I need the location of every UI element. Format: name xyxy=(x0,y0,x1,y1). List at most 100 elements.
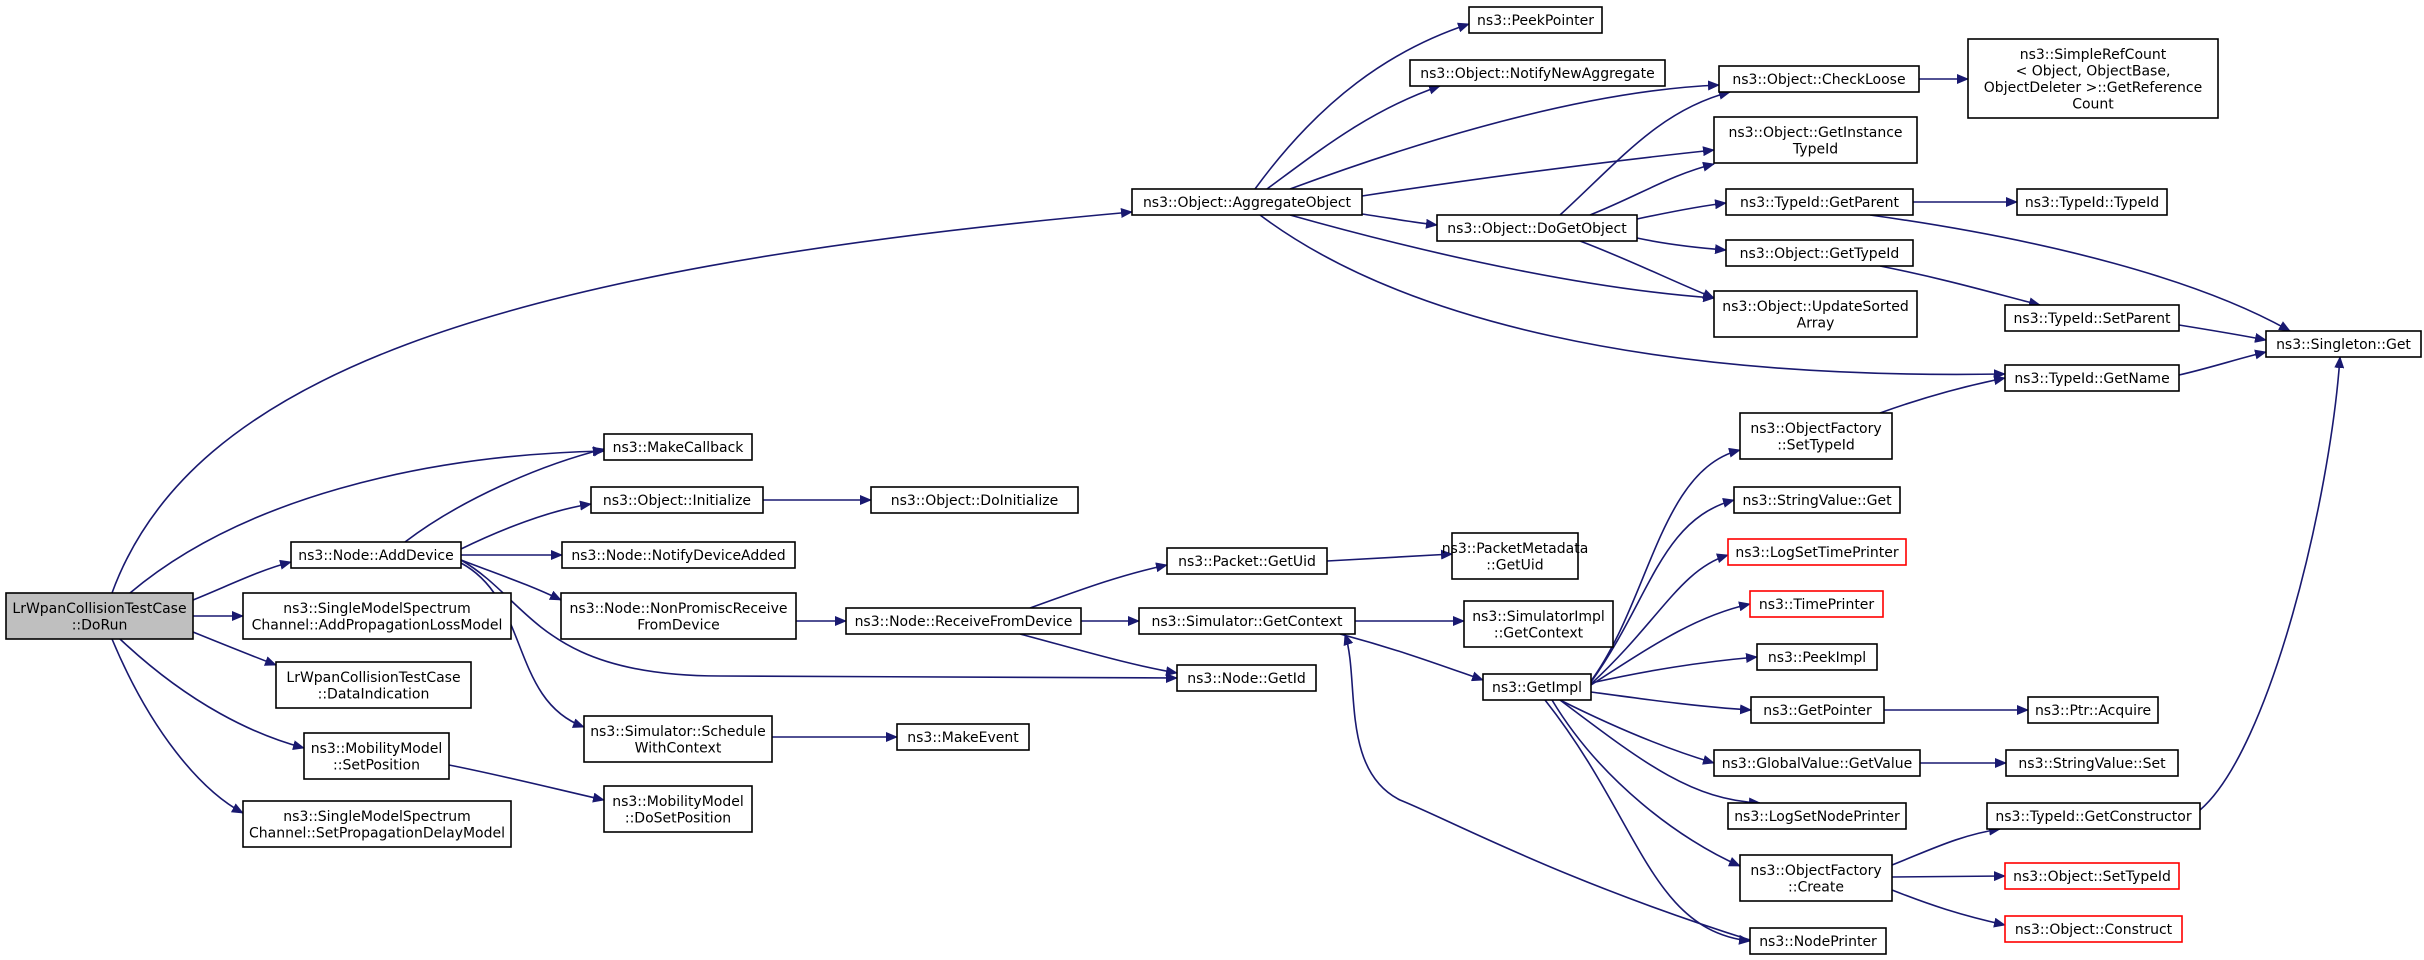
node-box xyxy=(2005,749,2179,777)
node-makeevent[interactable]: ns3::MakeEvent xyxy=(896,723,1030,751)
node-pmuid[interactable]: ns3::PacketMetadata::GetUid xyxy=(1442,532,1589,580)
node-dogetobj[interactable]: ns3::Object::DoGetObject xyxy=(1436,214,1638,242)
node-refcount[interactable]: ns3::SimpleRefCount< Object, ObjectBase,… xyxy=(1967,38,2219,119)
node-box xyxy=(2004,862,2180,890)
node-ptracq[interactable]: ns3::Ptr::Acquire xyxy=(2027,696,2159,724)
node-typeidctor[interactable]: ns3::TypeId::TypeId xyxy=(2016,188,2168,216)
node-adddev[interactable]: ns3::Node::AddDevice xyxy=(290,541,462,569)
node-label: ns3::NodePrinter xyxy=(1759,934,1877,950)
edge-aggobj-to-getname xyxy=(1259,214,2006,380)
edge-gettypeid-to-setparent xyxy=(1879,265,2041,308)
node-gvgetvalue[interactable]: ns3::GlobalValue::GetValue xyxy=(1713,749,1921,777)
node-getpointer[interactable]: ns3::GetPointer xyxy=(1750,696,1885,724)
node-label: ns3::TypeId::GetParent xyxy=(1740,195,1899,211)
node-objsettype[interactable]: ns3::Object::SetTypeId xyxy=(2004,862,2180,890)
node-label: ns3::Object::Initialize xyxy=(603,493,751,509)
node-getname[interactable]: ns3::TypeId::GetName xyxy=(2004,364,2180,392)
node-gettypeid[interactable]: ns3::Object::GetTypeId xyxy=(1725,239,1914,267)
node-makecb[interactable]: ns3::MakeCallback xyxy=(603,433,753,461)
node-box xyxy=(1176,664,1317,692)
edge-getimpl-to-nodeprinter xyxy=(1544,699,1751,945)
node-label: ::DoSetPosition xyxy=(625,810,731,826)
node-label: ns3::Object::CheckLoose xyxy=(1732,72,1905,88)
node-label: ::DoRun xyxy=(72,617,128,633)
node-objconstruct[interactable]: ns3::Object::Construct xyxy=(2004,915,2183,943)
node-doinit[interactable]: ns3::Object::DoInitialize xyxy=(870,486,1079,514)
node-notifyagg[interactable]: ns3::Object::NotifyNewAggregate xyxy=(1409,59,1666,87)
node-dataind[interactable]: LrWpanCollisionTestCase::DataIndication xyxy=(275,661,472,709)
node-root[interactable]: LrWpanCollisionTestCase::DoRun xyxy=(5,592,194,640)
edge-root-to-makecb xyxy=(129,446,605,594)
edge-dogetobj-to-checkloose xyxy=(1559,89,1731,216)
node-peekimpl[interactable]: ns3::PeekImpl xyxy=(1756,643,1878,671)
edge-recvdev-to-pktuid xyxy=(1029,562,1168,609)
node-recvdev[interactable]: ns3::Node::ReceiveFromDevice xyxy=(845,607,1082,635)
node-checkloose[interactable]: ns3::Object::CheckLoose xyxy=(1718,65,1920,93)
node-label: ns3::Node::NonPromiscReceive xyxy=(570,601,788,617)
node-box xyxy=(1727,538,1907,566)
node-label: ns3::Object::DoGetObject xyxy=(1447,221,1627,237)
edge-getimpl-to-getpointer xyxy=(1590,691,1752,715)
node-getctor[interactable]: ns3::TypeId::GetConstructor xyxy=(1986,802,2201,830)
edge-adddev-to-nodegetid xyxy=(460,559,1178,683)
node-addprop[interactable]: ns3::SingleModelSpectrumChannel::AddProp… xyxy=(242,592,512,640)
edge-dogetobj-to-gettypeid xyxy=(1636,237,1727,255)
node-box xyxy=(1756,643,1878,671)
node-setpos[interactable]: ns3::MobilityModel::SetPosition xyxy=(303,732,450,780)
edge-aggobj-to-dogetobj xyxy=(1361,213,1438,229)
node-box xyxy=(560,592,797,640)
node-strget[interactable]: ns3::StringValue::Get xyxy=(1733,486,1901,514)
node-box xyxy=(275,661,472,709)
edge-root-to-adddev xyxy=(192,559,292,601)
node-box xyxy=(2027,696,2159,724)
node-label: ns3::Object::SetTypeId xyxy=(2013,869,2171,885)
node-setdelay[interactable]: ns3::SingleModelSpectrumChannel::SetProp… xyxy=(242,800,512,848)
node-label: ns3::GetImpl xyxy=(1492,680,1582,696)
node-aggobj[interactable]: ns3::Object::AggregateObject xyxy=(1131,188,1363,216)
node-timeprinter[interactable]: ns3::TimePrinter xyxy=(1749,590,1884,618)
node-label: ns3::ObjectFactory xyxy=(1750,421,1881,437)
node-box xyxy=(1739,412,1893,460)
node-label: ns3::LogSetNodePrinter xyxy=(1734,809,1900,825)
node-box xyxy=(603,785,753,833)
node-ofsettype[interactable]: ns3::ObjectFactory::SetTypeId xyxy=(1739,412,1893,460)
node-label: LrWpanCollisionTestCase xyxy=(12,601,186,617)
node-strset[interactable]: ns3::StringValue::Set xyxy=(2005,749,2179,777)
node-box xyxy=(2004,915,2183,943)
node-objinit[interactable]: ns3::Object::Initialize xyxy=(590,486,764,514)
node-peekptr[interactable]: ns3::PeekPointer xyxy=(1468,6,1603,34)
node-simimplctx[interactable]: ns3::SimulatorImpl::GetContext xyxy=(1463,600,1614,648)
node-label: Count xyxy=(2072,96,2114,112)
node-box xyxy=(1409,59,1666,87)
node-notifydev[interactable]: ns3::Node::NotifyDeviceAdded xyxy=(561,541,796,569)
node-label: ns3::ObjectFactory xyxy=(1750,863,1881,879)
node-ofcreate[interactable]: ns3::ObjectFactory::Create xyxy=(1739,854,1893,902)
node-getparent[interactable]: ns3::TypeId::GetParent xyxy=(1725,188,1914,216)
node-nodegetid[interactable]: ns3::Node::GetId xyxy=(1176,664,1317,692)
node-getimpl[interactable]: ns3::GetImpl xyxy=(1482,673,1592,701)
node-box xyxy=(1749,927,1887,955)
node-singleton[interactable]: ns3::Singleton::Get xyxy=(2265,330,2422,358)
node-box xyxy=(1733,486,1901,514)
node-lognode[interactable]: ns3::LogSetNodePrinter xyxy=(1727,802,1907,830)
node-label: ns3::Simulator::GetContext xyxy=(1151,614,1343,630)
node-label: Channel::AddPropagationLossModel xyxy=(252,617,503,633)
node-box xyxy=(242,592,512,640)
node-label: ns3::SimulatorImpl xyxy=(1472,609,1605,625)
node-pktuid[interactable]: ns3::Packet::GetUid xyxy=(1166,547,1328,575)
node-box xyxy=(1967,38,2219,119)
node-simctx[interactable]: ns3::Simulator::GetContext xyxy=(1138,607,1356,635)
node-dosetpos[interactable]: ns3::MobilityModel::DoSetPosition xyxy=(603,785,753,833)
node-label: ns3::StringValue::Get xyxy=(1742,493,1892,509)
node-nodeprinter[interactable]: ns3::NodePrinter xyxy=(1749,927,1887,955)
node-logtime[interactable]: ns3::LogSetTimePrinter xyxy=(1727,538,1907,566)
node-label: ns3::SingleModelSpectrum xyxy=(283,809,470,825)
edge-recvdev-to-nodegetid xyxy=(1019,633,1178,677)
node-setparent[interactable]: ns3::TypeId::SetParent xyxy=(2004,304,2180,332)
node-label: ns3::LogSetTimePrinter xyxy=(1735,545,1899,561)
